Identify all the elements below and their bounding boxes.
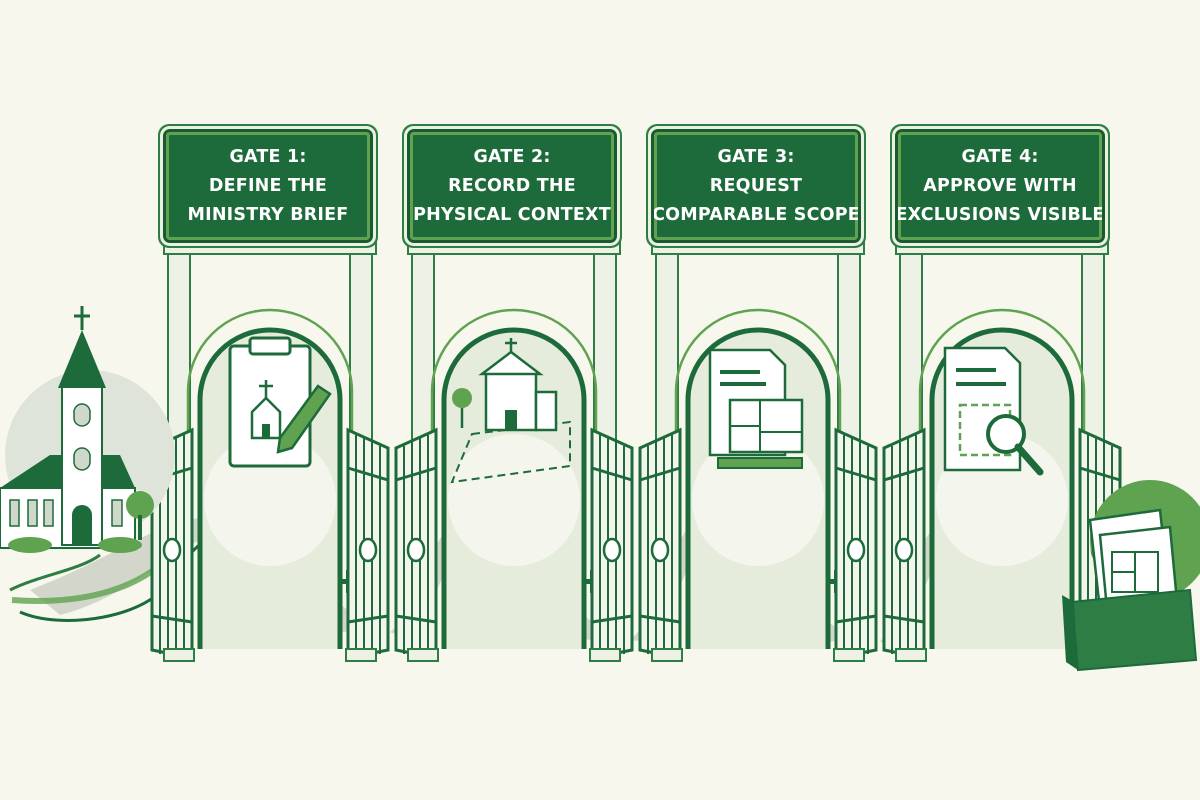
- church-icon: [0, 306, 175, 553]
- gate-3-label: GATE 3:: [717, 146, 795, 167]
- gate-3-line-1: REQUEST: [709, 175, 803, 196]
- gate-2-line-1: RECORD THE: [448, 175, 576, 196]
- gate-2-line-2: PHYSICAL CONTEXT: [413, 204, 611, 225]
- gate-4-line-1: APPROVE WITH: [923, 175, 1077, 196]
- gate-1-sign: GATE 1: DEFINE THE MINISTRY BRIEF: [163, 129, 373, 243]
- gate-3-line-2: COMPARABLE SCOPE: [652, 204, 860, 225]
- gate-1-line-2: MINISTRY BRIEF: [187, 204, 349, 225]
- gate-3-sign: GATE 3: REQUEST COMPARABLE SCOPE: [651, 129, 861, 243]
- clipboard-icon: [228, 336, 332, 468]
- floor-plan-document-icon: [708, 348, 804, 469]
- magnifier-document-icon: [943, 346, 1044, 476]
- gate-2-sign: GATE 2: RECORD THE PHYSICAL CONTEXT: [407, 129, 617, 243]
- gate-2-label: GATE 2:: [473, 146, 551, 167]
- gate-4-sign: GATE 4: APPROVE WITH EXCLUSIONS VISIBLE: [895, 129, 1105, 243]
- gate-4-line-2: EXCLUSIONS VISIBLE: [895, 204, 1105, 225]
- site-plan-icon: [450, 338, 571, 484]
- document-tray-icon: [1062, 480, 1200, 672]
- gate-1-line-1: DEFINE THE: [208, 175, 328, 196]
- gate-1-label: GATE 1:: [229, 146, 307, 167]
- gate-4-label: GATE 4:: [961, 146, 1039, 167]
